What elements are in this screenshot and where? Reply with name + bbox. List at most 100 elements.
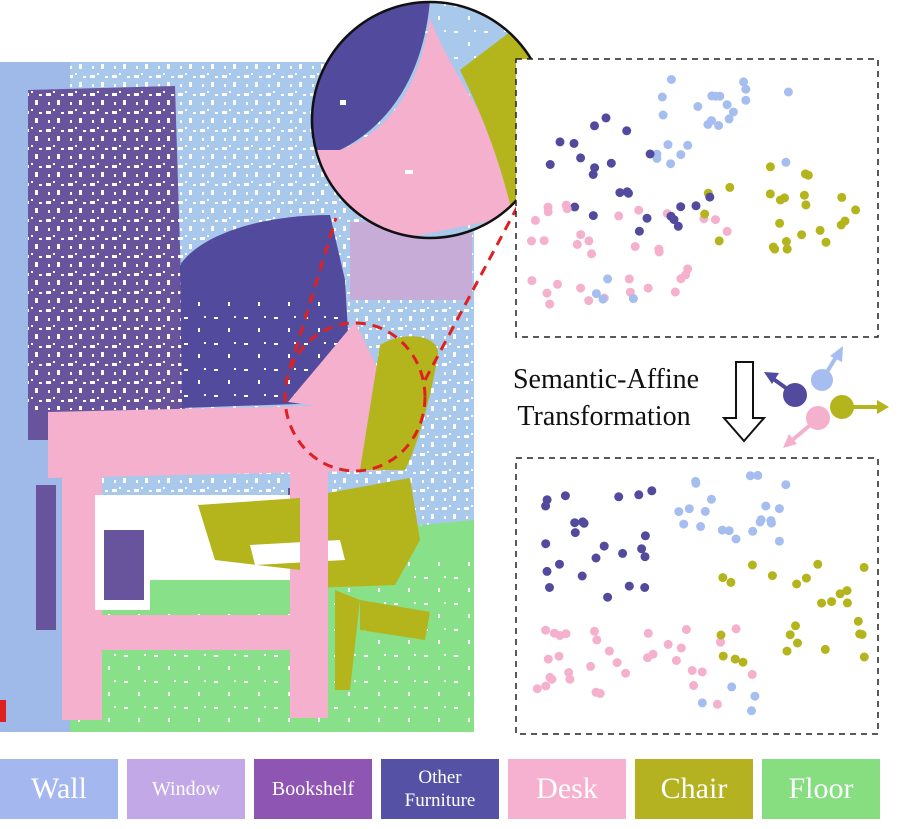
- feature-point: [592, 635, 602, 645]
- transform-arrow-icon: [721, 361, 767, 443]
- feature-point: [741, 84, 751, 94]
- feature-point: [711, 91, 721, 101]
- feature-point: [785, 630, 795, 640]
- feature-point: [590, 626, 599, 636]
- feature-point: [570, 518, 580, 528]
- feature-point: [697, 698, 707, 708]
- feature-point: [564, 668, 574, 677]
- feature-point: [555, 631, 565, 640]
- feature-point: [741, 95, 751, 105]
- feature-point: [722, 226, 732, 236]
- feature-point: [652, 153, 662, 163]
- feature-point: [859, 652, 869, 662]
- feature-point: [683, 264, 693, 274]
- feature-point: [718, 573, 728, 583]
- scatter-after-points: [532, 470, 869, 716]
- feature-point: [706, 494, 716, 504]
- feature-point: [835, 589, 845, 599]
- feature-point: [612, 658, 622, 668]
- feature-point: [590, 121, 599, 131]
- feature-point: [724, 526, 734, 536]
- feature-point: [775, 195, 785, 205]
- feature-point: [643, 653, 652, 663]
- feature-point: [622, 187, 632, 197]
- feature-point: [820, 644, 830, 654]
- feature-point: [714, 121, 724, 130]
- feature-point: [663, 639, 673, 649]
- feature-point: [767, 571, 777, 581]
- feature-point: [601, 113, 611, 123]
- legend: Wall Window Bookshelf Other Furniture De…: [0, 759, 906, 821]
- feature-point: [624, 581, 634, 591]
- feature-point: [793, 638, 802, 648]
- legend-window-label: Window: [151, 777, 221, 800]
- feature-point: [697, 667, 707, 677]
- zoom-target-circle: [283, 321, 427, 473]
- feature-point: [857, 630, 867, 639]
- feature-point: [541, 539, 551, 549]
- feature-point: [821, 237, 831, 247]
- feature-point: [545, 583, 554, 592]
- feature-point: [851, 205, 861, 215]
- feature-point: [727, 682, 737, 692]
- feature-point: [670, 287, 680, 297]
- legend-other-furniture: Other Furniture: [381, 759, 499, 819]
- feature-point: [543, 207, 553, 217]
- zoom-lens-icon: [310, 0, 550, 240]
- feature-point: [716, 630, 726, 640]
- feature-point: [614, 211, 624, 221]
- feature-point: [718, 651, 728, 661]
- feature-point: [836, 220, 846, 230]
- feature-point: [750, 691, 760, 701]
- feature-point: [586, 661, 596, 671]
- feature-point: [591, 289, 601, 299]
- feature-point: [770, 244, 780, 254]
- legend-floor-label: Floor: [788, 772, 854, 805]
- feature-point: [753, 470, 763, 480]
- feature-point: [643, 283, 653, 293]
- feature-point: [576, 283, 586, 293]
- feature-point: [684, 504, 694, 514]
- feature-point: [530, 215, 540, 225]
- feature-point: [813, 559, 823, 569]
- legend-wall-label: Wall: [31, 772, 87, 805]
- feature-point: [643, 628, 653, 638]
- feature-point: [792, 579, 802, 589]
- legend-bookshelf-label: Bookshelf: [271, 777, 355, 800]
- feature-point: [842, 598, 852, 608]
- feature-point: [591, 553, 601, 563]
- feature-point: [545, 299, 555, 309]
- feature-point: [676, 202, 686, 212]
- feature-point: [630, 242, 640, 251]
- feature-point: [621, 668, 631, 678]
- feature-point: [570, 528, 580, 538]
- feature-point: [604, 646, 614, 656]
- feature-point: [726, 577, 736, 587]
- feature-point: [615, 188, 625, 198]
- feature-point: [745, 471, 755, 481]
- feature-point: [700, 506, 710, 516]
- feature-point: [681, 625, 691, 634]
- feature-point: [728, 107, 738, 117]
- feature-point: [781, 157, 791, 167]
- feature-point: [628, 294, 638, 304]
- feature-point: [676, 643, 686, 653]
- transformation-label-line1: Semantic-Affine: [513, 364, 699, 395]
- feature-point: [560, 491, 570, 501]
- feature-after-scatter: [515, 457, 879, 735]
- feature-point: [853, 616, 863, 626]
- feature-point: [663, 140, 673, 150]
- legend-desk-label: Desk: [536, 772, 598, 805]
- feature-point: [747, 560, 757, 570]
- feature-point: [791, 621, 800, 631]
- feature-point: [797, 230, 807, 240]
- feature-point: [687, 666, 697, 675]
- feature-point: [766, 516, 776, 526]
- feature-point: [527, 236, 536, 246]
- feature-point: [700, 209, 710, 219]
- feature-point: [637, 544, 647, 554]
- feature-point: [738, 657, 748, 667]
- legend-window: Window: [127, 759, 245, 819]
- feature-point: [554, 651, 564, 661]
